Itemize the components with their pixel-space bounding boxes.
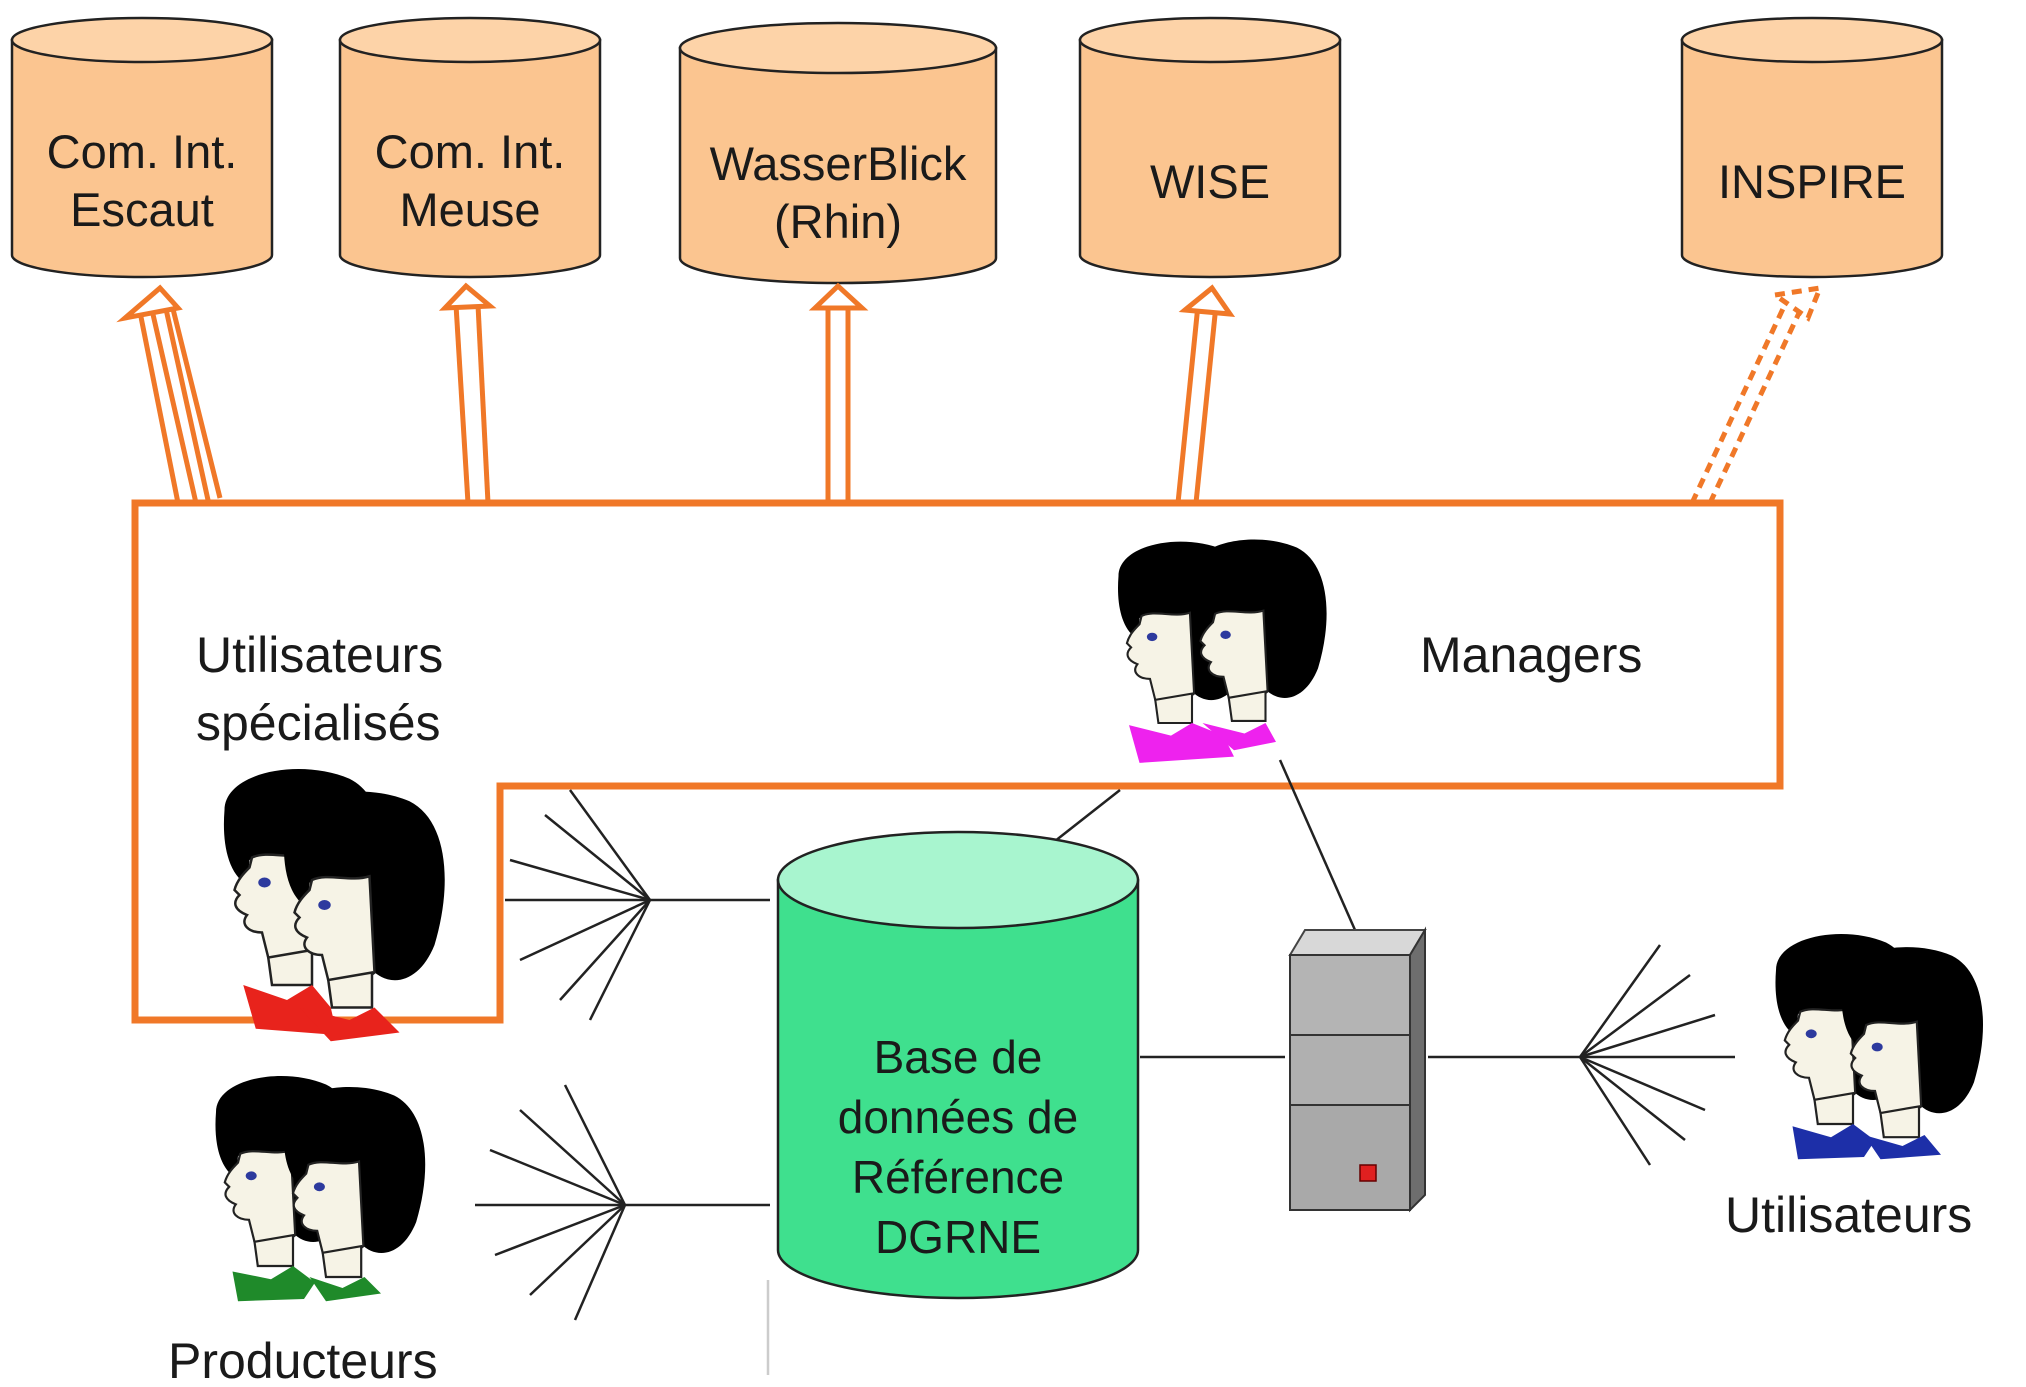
server-icon — [1288, 926, 1427, 1213]
db-label-line1: Com. Int. — [375, 125, 566, 178]
producers-fan — [475, 1084, 770, 1321]
central-db-line2: données de — [838, 1091, 1078, 1143]
db-label-line2: Meuse — [399, 183, 540, 236]
db-label-line1: WISE — [1150, 155, 1270, 208]
database-wasserblick: WasserBlick (Rhin) — [678, 21, 998, 285]
db-label-line2: (Rhin) — [774, 195, 902, 248]
central-db-line1: Base de — [874, 1031, 1043, 1083]
db-label-line1: INSPIRE — [1718, 155, 1906, 208]
arrow-to-escaut — [116, 284, 223, 504]
producers-icon — [214, 1074, 427, 1302]
managers-label: Managers — [1420, 627, 1642, 683]
users-icon — [1774, 932, 1985, 1160]
db-label-line2: Escaut — [70, 183, 214, 236]
database-inspire: INSPIRE — [1680, 16, 1944, 279]
database-wise: WISE — [1078, 16, 1342, 279]
central-db-line3: Référence — [852, 1151, 1064, 1203]
db-label-line1: Com. Int. — [47, 125, 238, 178]
specialized-users-icon — [222, 767, 446, 1042]
central-db-line4: DGRNE — [875, 1211, 1041, 1263]
managers-server-link — [1278, 759, 1357, 931]
central-database: Base de données de Référence DGRNE — [776, 830, 1140, 1300]
users-label: Utilisateurs — [1725, 1187, 1972, 1243]
specialized-users-line2: spécialisés — [196, 695, 441, 751]
arrow-to-wasserblick — [808, 282, 869, 503]
producers-label: Producteurs — [168, 1333, 438, 1387]
users-fan — [1428, 944, 1735, 1166]
specialized-users-fan — [505, 789, 770, 1021]
managers-icon — [1116, 538, 1328, 763]
specialized-users-line1: Utilisateurs — [196, 627, 443, 683]
managers-db-link — [1049, 789, 1121, 846]
database-com-int-meuse: Com. Int. Meuse — [338, 16, 602, 279]
arrow-to-inspire — [1689, 284, 1824, 505]
arrow-to-wise — [1175, 284, 1236, 504]
db-label-line1: WasserBlick — [710, 137, 967, 190]
database-com-int-escaut: Com. Int. Escaut — [10, 16, 274, 279]
specialized-users-frame — [131, 499, 1784, 1024]
arrow-to-meuse — [438, 282, 497, 504]
